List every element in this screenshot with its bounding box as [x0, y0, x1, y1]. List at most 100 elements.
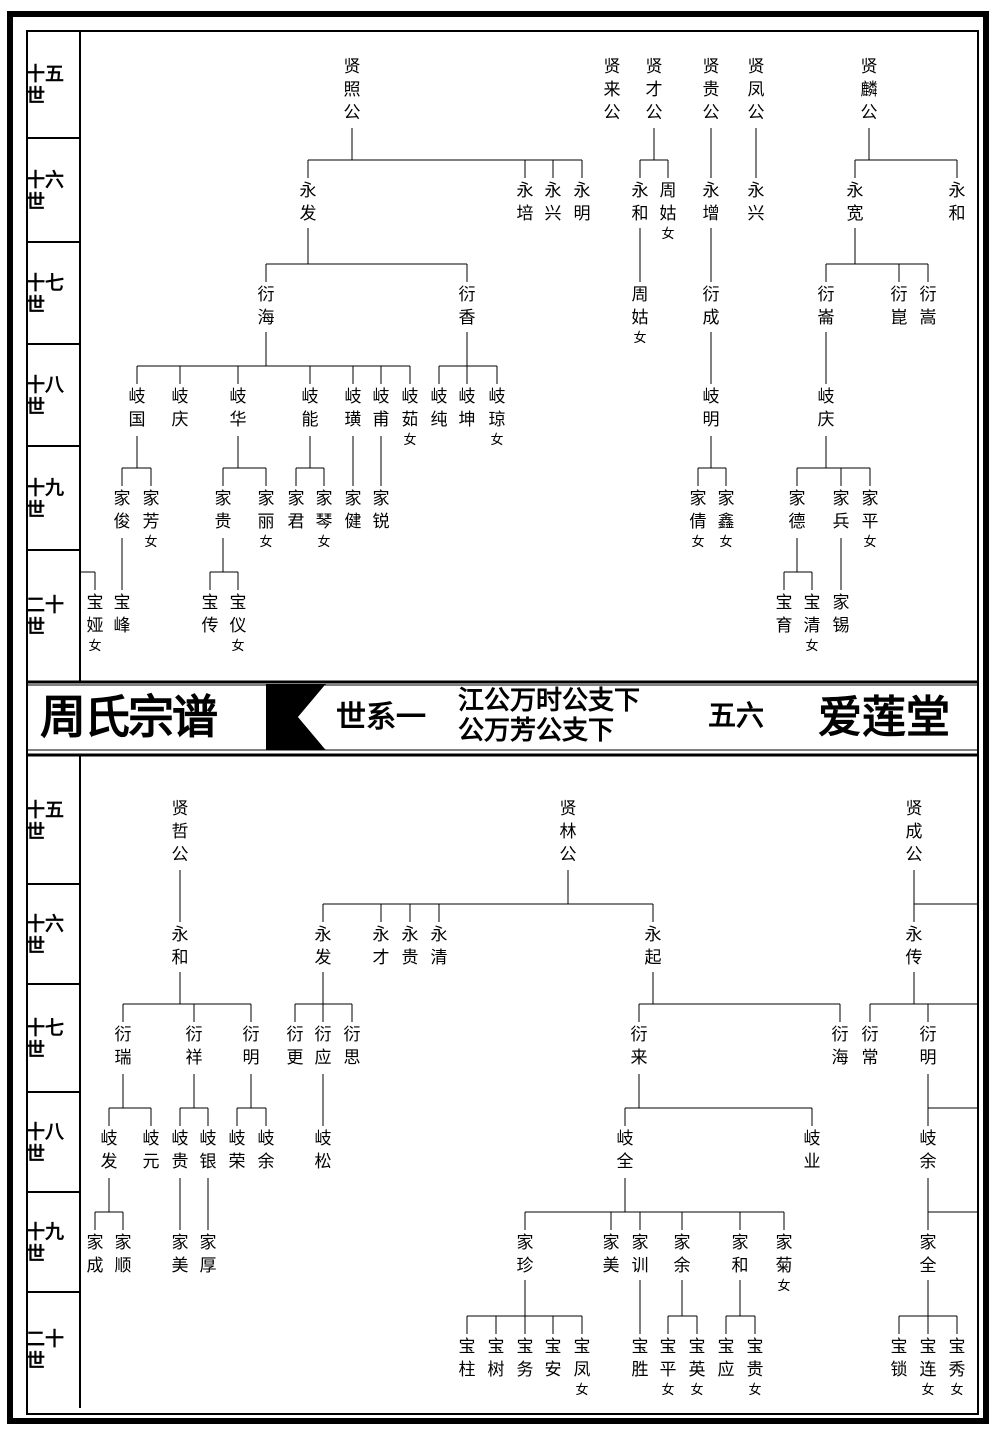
- gen-label: 二十世: [26, 594, 65, 638]
- person-name: 岐纯: [430, 387, 448, 430]
- person-name: 家珍: [516, 1233, 534, 1276]
- person-name: 永和: [171, 925, 189, 968]
- person-name: 衍嵩: [919, 285, 937, 328]
- person-name: 衍香: [458, 285, 476, 328]
- person-name: 家琴女: [315, 489, 333, 550]
- person-name: 家训: [631, 1233, 649, 1276]
- gen-label: 十九世: [26, 1221, 65, 1265]
- person-name: 永兴: [747, 181, 765, 224]
- person-name: 家健: [344, 489, 362, 532]
- person-name: 宝安: [544, 1337, 562, 1380]
- person-name: 岐全: [616, 1129, 634, 1172]
- person-name: 岐茹女: [401, 387, 419, 448]
- person-name: 岐余: [257, 1129, 275, 1172]
- gen-label: 十九世: [26, 477, 65, 521]
- person-name: 岐发: [100, 1129, 118, 1172]
- person-name: 家芳女: [142, 489, 160, 550]
- person-name: 宝英女: [688, 1337, 706, 1398]
- person-name: 周姑女: [659, 181, 677, 242]
- person-name: 衍崙: [817, 285, 835, 328]
- person-name: 宝传: [201, 593, 219, 636]
- person-name: 岐国: [128, 387, 146, 430]
- person-name: 永传: [905, 925, 923, 968]
- person-name: 贤贵公: [702, 57, 720, 123]
- person-name: 岐业: [803, 1129, 821, 1172]
- person-name: 周姑女: [631, 285, 649, 346]
- person-name: 永增: [702, 181, 720, 224]
- person-name: 岐松: [314, 1129, 332, 1172]
- person-name: 宝务: [516, 1337, 534, 1380]
- person-name: 宝锁: [890, 1337, 908, 1380]
- person-name: 家君: [287, 489, 305, 532]
- person-name: 衍常: [861, 1025, 879, 1068]
- person-name: 宝贵女: [746, 1337, 764, 1398]
- person-name: 永发: [314, 925, 332, 968]
- person-name: 岐华: [229, 387, 247, 430]
- person-name: 衍崑: [890, 285, 908, 328]
- person-name: 永和: [631, 181, 649, 224]
- person-name: 贤来公: [603, 57, 621, 123]
- arrow-ornament-icon: [266, 684, 326, 750]
- person-name: 岐明: [702, 387, 720, 430]
- person-name: 家贵: [214, 489, 232, 532]
- person-name: 永才: [372, 925, 390, 968]
- person-name: 家德: [788, 489, 806, 532]
- person-name: 衍祥: [185, 1025, 203, 1068]
- person-name: 衍应: [314, 1025, 332, 1068]
- section-title: 世系一: [336, 700, 426, 735]
- person-name: 永发: [299, 181, 317, 224]
- person-name: 岐甫: [372, 387, 390, 430]
- gen-label: 十八世: [26, 1121, 65, 1165]
- person-name: 岐余: [919, 1129, 937, 1172]
- person-name: 贤才公: [645, 57, 663, 123]
- person-name: 贤麟公: [860, 57, 878, 123]
- person-name: 宝凤女: [573, 1337, 591, 1398]
- person-name: 宝胜: [631, 1337, 649, 1380]
- book-title: 周氏宗谱: [40, 690, 218, 744]
- inner-frame: [26, 30, 979, 1415]
- person-name: 宝平女: [659, 1337, 677, 1398]
- person-name: 家美: [602, 1233, 620, 1276]
- person-name: 家锡: [832, 593, 850, 636]
- person-name: 家倩女: [689, 489, 707, 550]
- person-name: 家兵: [832, 489, 850, 532]
- person-name: 宝峰: [113, 593, 131, 636]
- person-name: 永培: [516, 181, 534, 224]
- gen-label: 十七世: [26, 1017, 65, 1061]
- person-name: 宝应: [717, 1337, 735, 1380]
- person-name: 岐贵: [171, 1129, 189, 1172]
- person-name: 岐银: [199, 1129, 217, 1172]
- branch-line-1: 江公万时公支下: [458, 686, 641, 716]
- person-name: 贤林公: [559, 799, 577, 865]
- person-name: 衍明: [919, 1025, 937, 1068]
- gen-label: 十六世: [26, 169, 65, 213]
- person-name: 永和: [948, 181, 966, 224]
- person-name: 宝娅女: [86, 593, 104, 654]
- person-name: 家余: [673, 1233, 691, 1276]
- person-name: 家厚: [199, 1233, 217, 1276]
- person-name: 家平女: [861, 489, 879, 550]
- person-name: 永起: [644, 925, 662, 968]
- branch-line-2: 公万芳公支下: [458, 716, 615, 746]
- person-name: 贤成公: [905, 799, 923, 865]
- gen-label: 十七世: [26, 272, 65, 316]
- person-name: 岐荣: [228, 1129, 246, 1172]
- person-name: 永明: [573, 181, 591, 224]
- person-name: 家锐: [372, 489, 390, 532]
- person-name: 永兴: [544, 181, 562, 224]
- gen-label: 十八世: [26, 374, 65, 418]
- person-name: 家美: [171, 1233, 189, 1276]
- person-name: 衍明: [242, 1025, 260, 1068]
- person-name: 家菊女: [775, 1233, 793, 1294]
- person-name: 衍来: [630, 1025, 648, 1068]
- person-name: 家丽女: [257, 489, 275, 550]
- person-name: 宝清女: [803, 593, 821, 654]
- person-name: 宝树: [487, 1337, 505, 1380]
- person-name: 家俊: [113, 489, 131, 532]
- person-name: 宝仪女: [229, 593, 247, 654]
- person-name: 衍海: [257, 285, 275, 328]
- person-name: 衍海: [831, 1025, 849, 1068]
- person-name: 岐庆: [817, 387, 835, 430]
